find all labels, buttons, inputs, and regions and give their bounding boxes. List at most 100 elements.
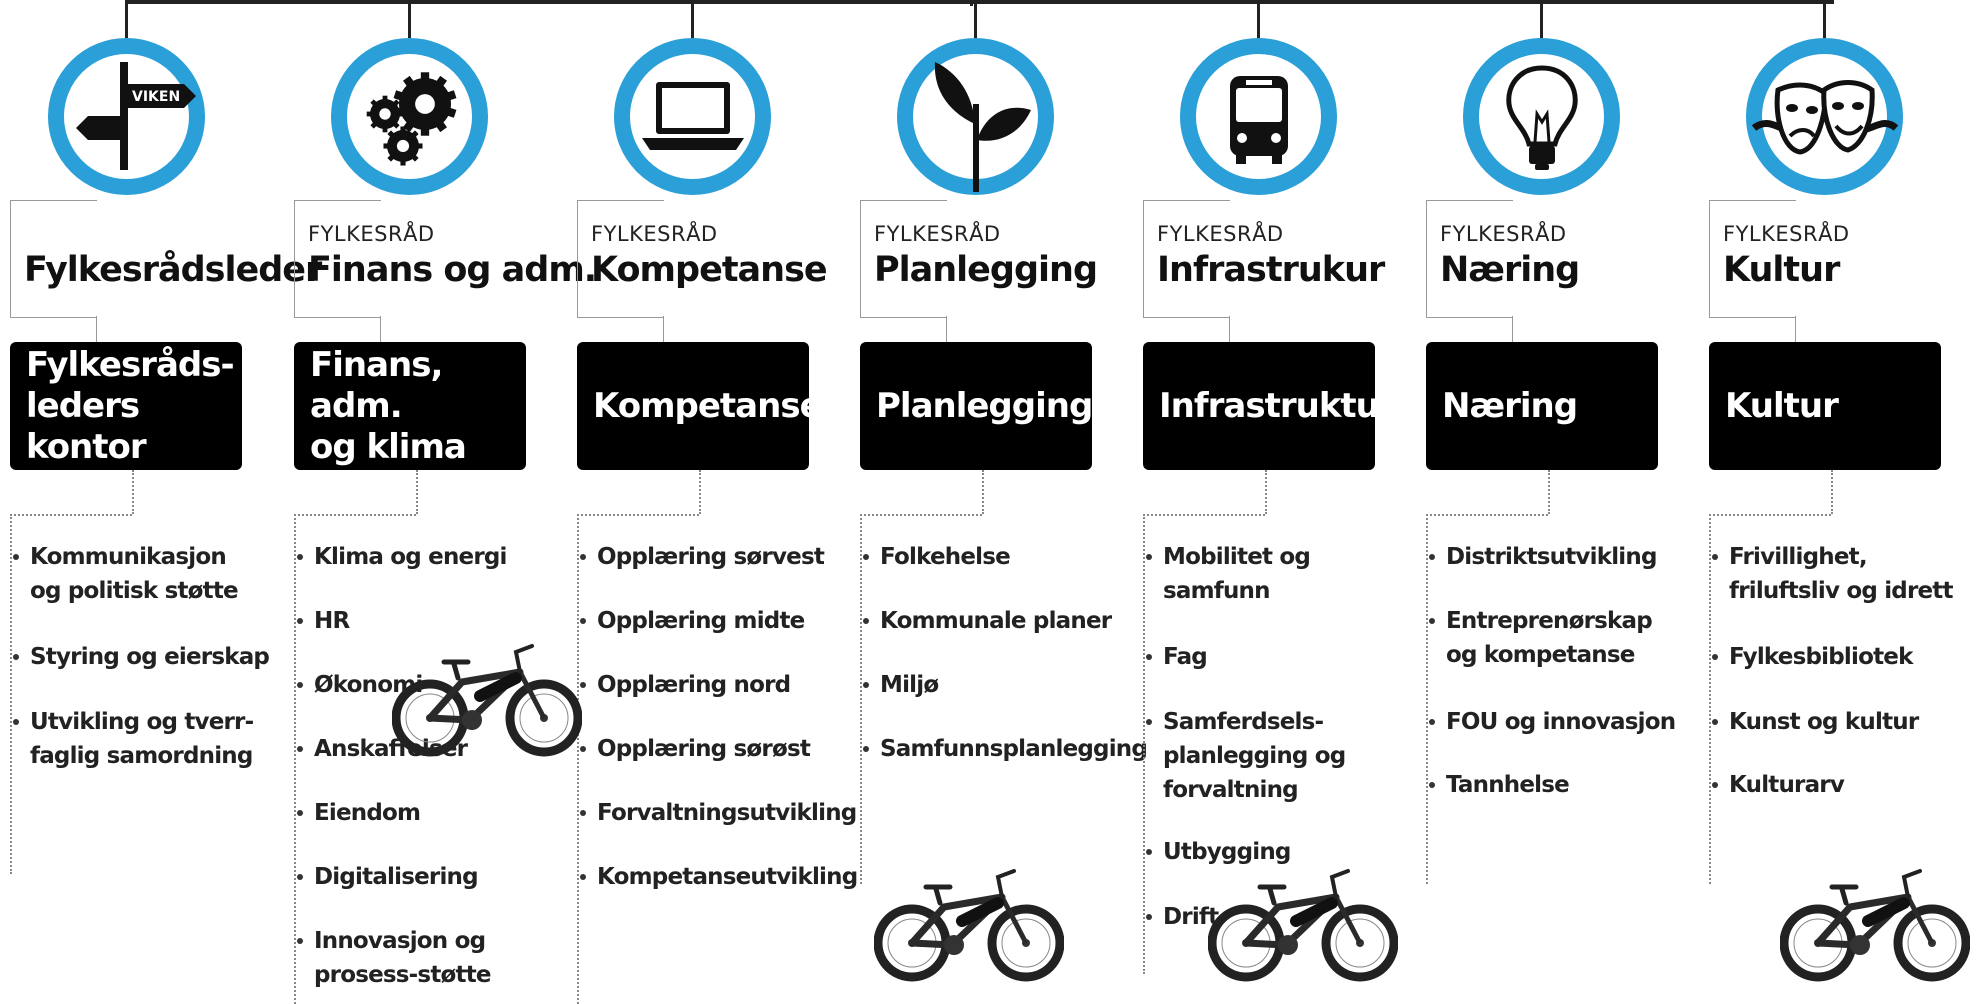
role-title: Infrastrukur bbox=[1157, 250, 1385, 290]
dept-connector bbox=[1512, 316, 1513, 343]
role-label: FYLKESRÅD bbox=[1157, 222, 1284, 246]
signpost-icon: VIKEN bbox=[76, 62, 196, 170]
dept-label: Finans, adm. og klima bbox=[310, 344, 467, 467]
dept-label: Planlegging bbox=[876, 385, 1093, 426]
list-item: Kommunikasjon og politisk støtte bbox=[13, 540, 239, 608]
dept-box: Kultur bbox=[1709, 342, 1941, 470]
icon-ring bbox=[1463, 38, 1620, 195]
column-stem bbox=[691, 0, 694, 38]
list-item: Folkehelse bbox=[863, 540, 1011, 574]
bus-icon bbox=[1230, 76, 1288, 164]
role-label: FYLKESRÅD bbox=[874, 222, 1001, 246]
list-item: Styring og eierskap bbox=[12, 640, 270, 674]
dotted-connector bbox=[1265, 470, 1267, 514]
list-item: Klima og energi bbox=[297, 540, 507, 574]
icon-ring bbox=[1746, 38, 1903, 195]
dept-connector bbox=[96, 316, 97, 343]
dotted-connector bbox=[577, 514, 699, 516]
icon-ring bbox=[897, 38, 1054, 195]
role-title: Fylkesrådsleder bbox=[24, 250, 322, 290]
dotted-connector bbox=[132, 470, 134, 514]
dotted-connector bbox=[1143, 514, 1265, 516]
role-label: FYLKESRÅD bbox=[591, 222, 718, 246]
dept-label: Kultur bbox=[1725, 385, 1839, 426]
dept-box: Infrastruktur bbox=[1143, 342, 1396, 470]
title-bracket bbox=[577, 200, 664, 318]
list-item: HR bbox=[296, 604, 350, 638]
list-item: Samferdsels- planlegging og forvaltning bbox=[1145, 705, 1346, 807]
dotted-connector bbox=[294, 514, 416, 516]
dept-box: Fylkesråds- leders kontor bbox=[10, 342, 242, 470]
dept-connector bbox=[1795, 316, 1796, 343]
list-item: Digitalisering bbox=[297, 860, 479, 894]
dotted-connector bbox=[982, 470, 984, 514]
role-title: Kompetanse bbox=[591, 250, 828, 290]
top-connector-stem bbox=[970, 0, 973, 6]
lightbulb-icon bbox=[1506, 65, 1578, 170]
top-connector-line bbox=[126, 0, 1834, 4]
role-title: Næring bbox=[1440, 250, 1580, 290]
dotted-connector bbox=[1426, 514, 1548, 516]
column-stem bbox=[408, 0, 411, 38]
gears-icon bbox=[366, 72, 457, 166]
list-item: Drift bbox=[1145, 900, 1219, 934]
icon-ring bbox=[1180, 38, 1337, 195]
dotted-connector bbox=[699, 470, 701, 514]
dept-connector bbox=[1229, 316, 1230, 343]
title-bracket bbox=[1709, 200, 1796, 318]
dept-box: Næring bbox=[1426, 342, 1658, 470]
dotted-connector bbox=[1426, 514, 1428, 884]
icon-ring bbox=[331, 38, 488, 195]
dotted-connector bbox=[1709, 514, 1831, 516]
column-stem bbox=[974, 0, 977, 38]
laptop-icon bbox=[642, 82, 744, 150]
list-item: Opplæring sørøst bbox=[579, 732, 811, 766]
dotted-connector bbox=[1143, 514, 1145, 974]
dotted-connector bbox=[1709, 514, 1711, 884]
list-item: Opplæring sørvest bbox=[579, 540, 825, 574]
list-item: FOU og innovasjon bbox=[1428, 705, 1676, 739]
list-item: Forvaltningsutvikling bbox=[579, 796, 857, 830]
dotted-connector bbox=[1548, 470, 1550, 514]
dept-label: Fylkesråds- leders kontor bbox=[26, 344, 235, 467]
icon-ring bbox=[614, 38, 771, 195]
e-bike-image bbox=[874, 869, 1064, 982]
list-item: Miljø bbox=[862, 668, 939, 702]
dept-connector bbox=[946, 316, 947, 343]
list-item: Entreprenørskap og kompetanse bbox=[1429, 604, 1653, 672]
list-item: Fylkesbibliotek bbox=[1712, 640, 1913, 674]
dotted-connector bbox=[1831, 470, 1833, 514]
dept-connector bbox=[380, 316, 381, 343]
list-item: Distriktsutvikling bbox=[1429, 540, 1657, 574]
sprout-icon bbox=[934, 62, 1031, 192]
dotted-connector bbox=[10, 514, 12, 874]
list-item: Opplæring nord bbox=[579, 668, 791, 702]
e-bike-image bbox=[392, 644, 582, 757]
list-item: Samfunnsplanlegging bbox=[862, 732, 1148, 766]
list-item: Utbygging bbox=[1146, 835, 1291, 869]
list-item: Utvikling og tverr- faglig samordning bbox=[12, 705, 254, 773]
list-item: Kompetanseutvikling bbox=[579, 860, 858, 894]
theater-masks-icon bbox=[1751, 80, 1899, 155]
list-item: Frivillighet, friluftsliv og idrett bbox=[1712, 540, 1954, 608]
dept-label: Næring bbox=[1442, 385, 1578, 426]
list-item: Kulturarv bbox=[1711, 768, 1845, 802]
title-bracket bbox=[1143, 200, 1230, 318]
role-title: Planlegging bbox=[874, 250, 1098, 290]
column-stem bbox=[1823, 0, 1826, 38]
sign-text: VIKEN bbox=[132, 89, 180, 105]
dept-connector bbox=[663, 316, 664, 343]
role-label: FYLKESRÅD bbox=[1723, 222, 1850, 246]
e-bike-image bbox=[1780, 869, 1970, 982]
dept-box: Planlegging bbox=[860, 342, 1093, 470]
dotted-connector bbox=[416, 470, 418, 514]
title-bracket bbox=[860, 200, 947, 318]
list-item: Kunst og kultur bbox=[1711, 705, 1919, 739]
